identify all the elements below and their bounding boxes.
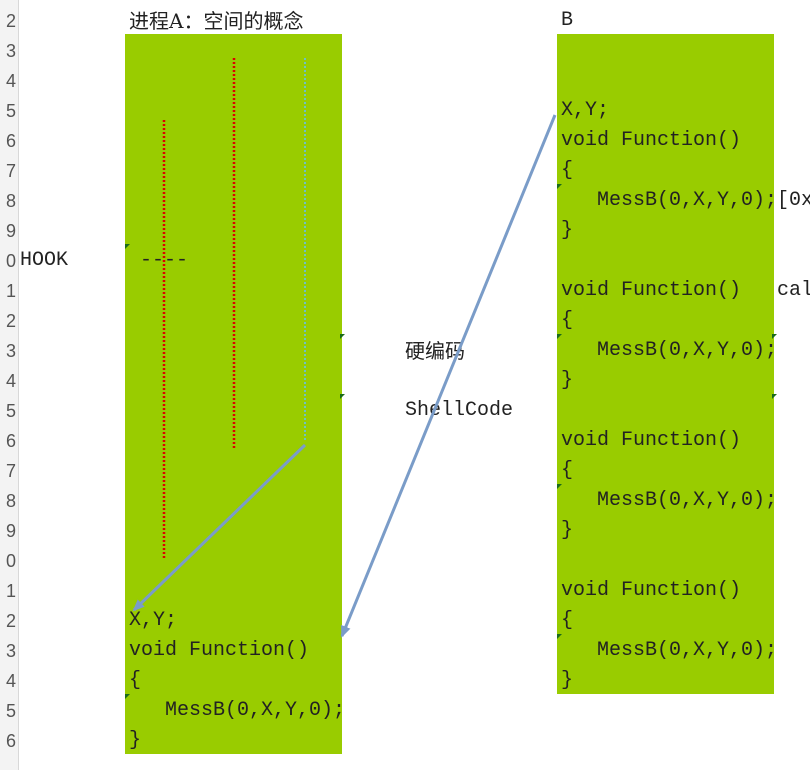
- cell-marker: [125, 694, 130, 699]
- row-number[interactable]: 1: [5, 581, 16, 601]
- row-number[interactable]: 9: [5, 521, 16, 541]
- code-line: {: [561, 609, 574, 632]
- code-line: MessB(0,X,Y,0);: [129, 699, 346, 722]
- cell-marker: [557, 334, 562, 339]
- cell-marker: [340, 394, 345, 399]
- row-number[interactable]: 8: [5, 491, 16, 511]
- row-number[interactable]: 3: [5, 41, 16, 61]
- row-number[interactable]: 2: [5, 311, 16, 331]
- code-line: MessB(0,X,Y,0);[0x: [561, 189, 810, 212]
- cell-marker: [557, 484, 562, 489]
- code-line: MessB(0,X,Y,0);: [561, 339, 778, 362]
- code-line: }: [561, 519, 574, 542]
- code-line: }: [561, 669, 574, 692]
- code-line: MessB(0,X,Y,0);: [561, 639, 778, 662]
- code-line: void Function(): [561, 579, 742, 602]
- row-number[interactable]: 2: [5, 11, 16, 31]
- row-number[interactable]: 5: [5, 401, 16, 421]
- row-number[interactable]: 3: [5, 641, 16, 661]
- row-header-gutter: [0, 0, 19, 770]
- arrow-from-process-b: [340, 114, 557, 638]
- row-number[interactable]: 6: [5, 731, 16, 751]
- code-line: }: [561, 369, 574, 392]
- row-number[interactable]: 4: [5, 71, 16, 91]
- code-line: void Function(): [561, 429, 742, 452]
- process-b-title: B: [561, 9, 574, 32]
- row-number[interactable]: 2: [5, 611, 16, 631]
- cell-marker: [557, 634, 562, 639]
- cell-marker: [340, 334, 345, 339]
- cell-marker: [557, 184, 562, 189]
- cell-marker: [772, 394, 777, 399]
- code-line: void Function(): [129, 639, 310, 662]
- row-number[interactable]: 5: [5, 101, 16, 121]
- code-line: }: [561, 219, 574, 242]
- row-number[interactable]: 4: [5, 671, 16, 691]
- row-number[interactable]: 4: [5, 371, 16, 391]
- code-line: {: [129, 669, 142, 692]
- row-number[interactable]: 5: [5, 701, 16, 721]
- process-a-title: 进程A：空间的概念: [129, 9, 304, 33]
- arrow-to-process-a-code: [132, 443, 307, 612]
- row-number[interactable]: 7: [5, 161, 16, 181]
- row-number[interactable]: 9: [5, 221, 16, 241]
- row-number[interactable]: 1: [5, 281, 16, 301]
- code-line: MessB(0,X,Y,0);: [561, 489, 778, 512]
- code-line: {: [561, 459, 574, 482]
- row-number[interactable]: 8: [5, 191, 16, 211]
- code-line: {: [561, 309, 574, 332]
- process-b-block[interactable]: [557, 34, 774, 694]
- code-line: X,Y;: [561, 99, 610, 122]
- cell-marker: [125, 244, 130, 249]
- cell-marker: [772, 334, 777, 339]
- code-line: void Function() cal: [561, 279, 810, 302]
- hook-label: HOOK: [20, 249, 69, 272]
- row-number[interactable]: 6: [5, 131, 16, 151]
- row-number[interactable]: 3: [5, 341, 16, 361]
- row-number[interactable]: 0: [5, 251, 16, 271]
- row-number[interactable]: 0: [5, 551, 16, 571]
- code-line: void Function(): [561, 129, 742, 152]
- code-line: }: [129, 729, 142, 752]
- code-line: X,Y;: [129, 609, 178, 632]
- code-line: {: [561, 159, 574, 182]
- row-number[interactable]: 7: [5, 461, 16, 481]
- row-number[interactable]: 6: [5, 431, 16, 451]
